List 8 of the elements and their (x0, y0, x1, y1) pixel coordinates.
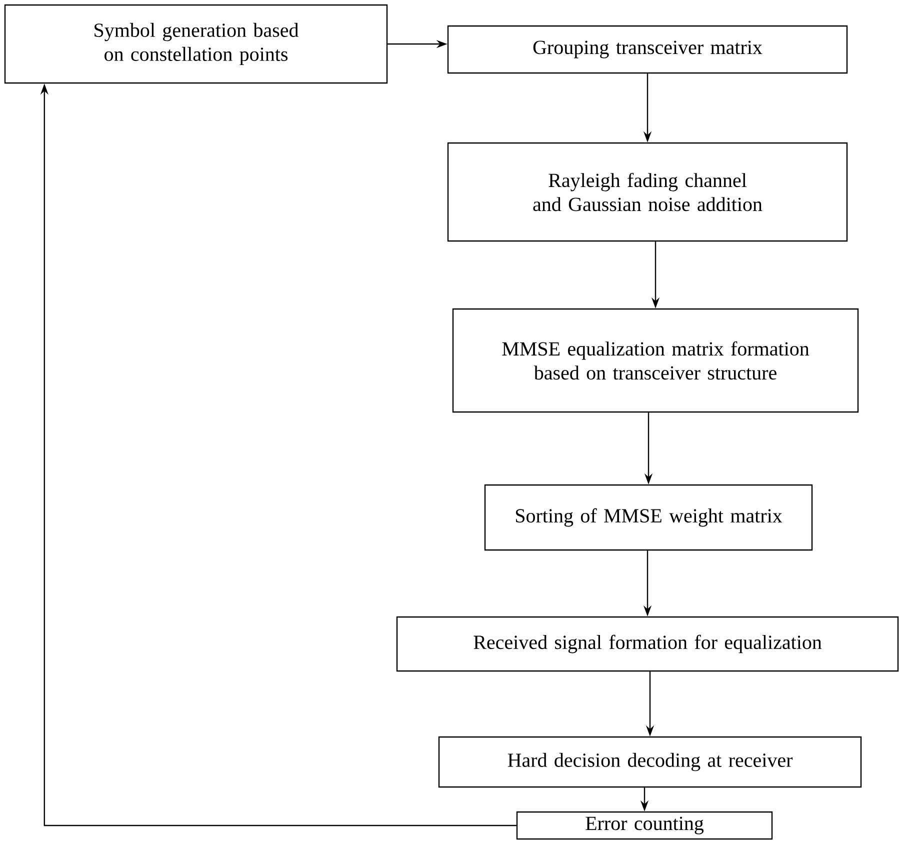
process-box: Received signal formation for equalization (396, 616, 899, 672)
process-box: Grouping transceiver matrix (447, 25, 848, 74)
process-box: Sorting of MMSE weight matrix (484, 484, 813, 551)
process-box: Symbol generation based on constellation points (4, 4, 388, 84)
process-box: Rayleigh fading channel and Gaussian noise addition (447, 142, 848, 242)
process-box: Error counting (516, 811, 773, 840)
process-box: Hard decision decoding at receiver (438, 736, 862, 788)
process-box: MMSE equalization matrix formation based on transceiver structure (452, 308, 859, 413)
